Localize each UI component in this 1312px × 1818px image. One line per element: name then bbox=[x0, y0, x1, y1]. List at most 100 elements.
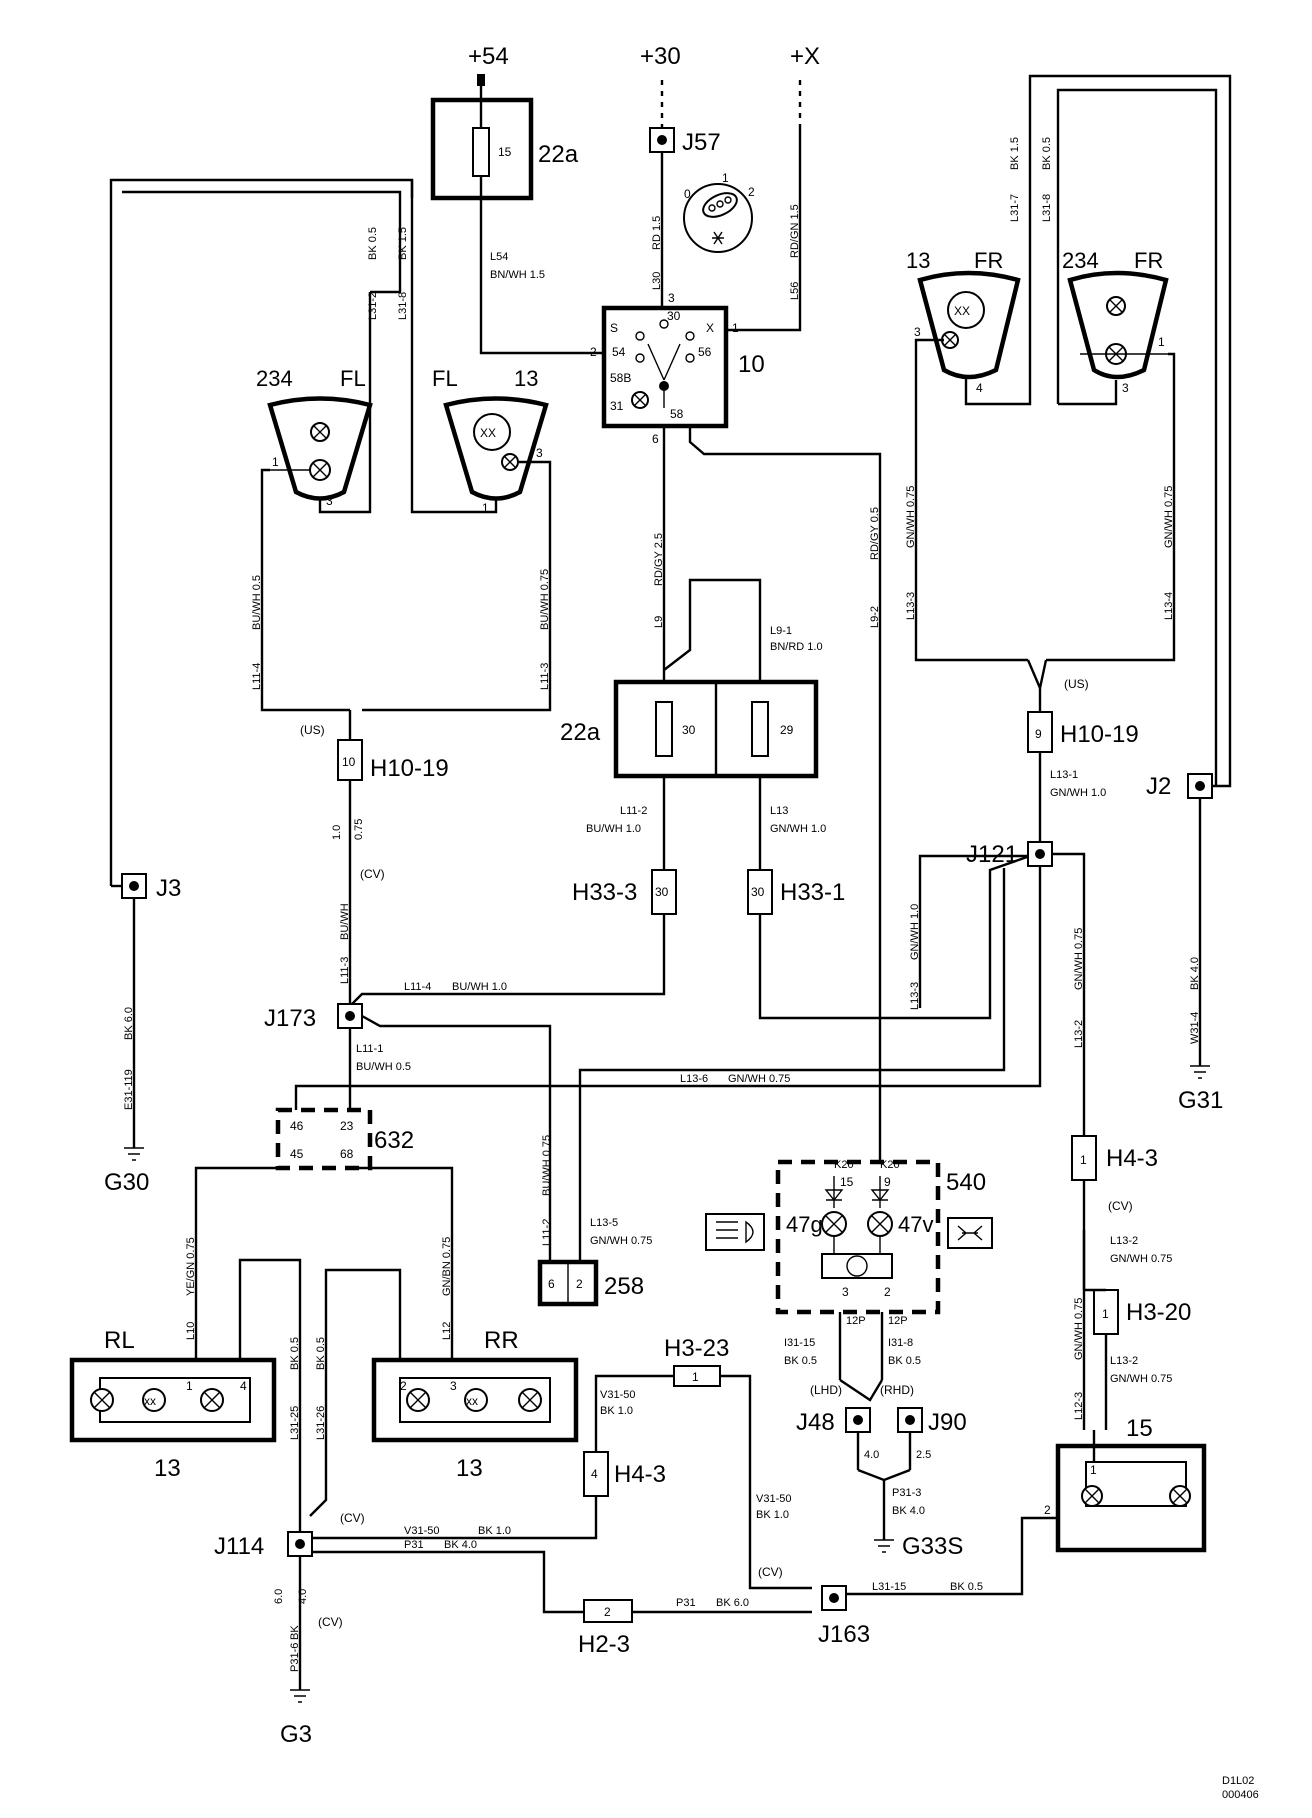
supply-30-label: +30 bbox=[640, 43, 681, 70]
wire-l11-4-spec: BU/WH 0.5 bbox=[251, 575, 263, 630]
junction-j48: J48 bbox=[796, 1407, 871, 1436]
fusebox-22a-mid: 30 29 22a bbox=[560, 679, 819, 779]
lamp-234-fl-num: 234 bbox=[256, 366, 293, 391]
lamp-234-fr-pin1: 1 bbox=[1158, 335, 1165, 349]
lamp-13-fr: 13 FR XX 3 4 bbox=[906, 248, 1021, 395]
g3-size-40: 4.0 bbox=[297, 1589, 309, 1604]
wire-p31b-spec: BK 6.0 bbox=[716, 1597, 749, 1609]
wire-l13-3-label: L13-3 bbox=[905, 592, 917, 620]
wire-p31-6-label: P31-6 bbox=[289, 1643, 301, 1672]
lamp-13-fl-side: FL bbox=[432, 366, 458, 391]
switch-pin-58: 58 bbox=[670, 407, 684, 421]
wire-l31-8r-label: L31-8 bbox=[1041, 194, 1053, 222]
wire-l11-3b-label: L11-3 bbox=[339, 957, 351, 984]
wire-l13-2-spec: GN/WH 0.75 bbox=[1073, 928, 1085, 990]
wire-l11-4b-label: L11-4 bbox=[404, 981, 431, 993]
switch-num-6: 6 bbox=[652, 432, 659, 446]
lamp-234-fr: 234 FR 1 3 bbox=[1062, 248, 1169, 395]
h33-1-label: H33-1 bbox=[780, 879, 845, 906]
wire-l9-1-spec: BN/RD 1.0 bbox=[770, 641, 823, 653]
svg-text:46: 46 bbox=[290, 1119, 304, 1133]
wire-l30-spec: RD 1.5 bbox=[651, 216, 663, 250]
fuse-30 bbox=[655, 701, 673, 757]
wire-l31-2-spec: BK 0.5 bbox=[367, 227, 379, 260]
switch-pin-56: 56 bbox=[698, 345, 712, 359]
supply-x: +X bbox=[790, 43, 820, 128]
diagram-code: D1L02 bbox=[1222, 1775, 1254, 1787]
wire-v31-50c-spec: BK 1.0 bbox=[756, 1509, 789, 1521]
wire-l11-4-label: L11-4 bbox=[251, 663, 263, 690]
wire-l9-1-label: L9-1 bbox=[770, 625, 792, 637]
junction-j163-label: J163 bbox=[818, 1621, 870, 1648]
ground-g30-label: G30 bbox=[104, 1169, 149, 1196]
lamp-13-fr-pin4: 4 bbox=[976, 381, 983, 395]
svg-text:4: 4 bbox=[591, 1467, 598, 1481]
wire-l31-26-spec: BK 0.5 bbox=[315, 1337, 327, 1370]
lamp-13-fr-num: 13 bbox=[906, 248, 930, 273]
wire-l12-label: L12 bbox=[441, 1322, 453, 1340]
svg-text:6: 6 bbox=[548, 1277, 555, 1291]
wire-l31-26-label: L31-26 bbox=[315, 1406, 327, 1440]
pin-9-label: 9 bbox=[884, 1175, 891, 1189]
switch-pin-54: 54 bbox=[612, 345, 626, 359]
indicator-47g-label: 47g bbox=[786, 1212, 823, 1237]
indicator-47v-label: 47v bbox=[898, 1212, 933, 1237]
junction-j2-label: J2 bbox=[1146, 773, 1171, 800]
fog-light-indicator-icon bbox=[947, 1217, 993, 1249]
junction-j57: J57 bbox=[649, 127, 721, 156]
wire-l31-15-label: L31-15 bbox=[872, 1581, 906, 1593]
wire-l13-spec: GN/WH 1.0 bbox=[770, 823, 826, 835]
wire-l54-label: L54 bbox=[490, 251, 508, 263]
wire-v31-50a-label: V31-50 bbox=[404, 1525, 439, 1537]
lamp-13-fl-num: 13 bbox=[514, 366, 538, 391]
wire-l13-3b-spec: GN/WH 1.0 bbox=[909, 904, 921, 960]
svg-text:23: 23 bbox=[340, 1119, 354, 1133]
g3-size-60: 6.0 bbox=[273, 1589, 285, 1604]
wire-l11-3b-spec: BU/WH bbox=[339, 903, 351, 940]
ground-g31-label: G31 bbox=[1178, 1087, 1223, 1114]
switch-pin-58b: 58B bbox=[610, 371, 631, 385]
wire-l31-15-spec: BK 0.5 bbox=[950, 1581, 983, 1593]
diagram-date: 000406 bbox=[1222, 1789, 1259, 1801]
cv-label-j114: (CV) bbox=[340, 1511, 365, 1525]
wire-l54-spec: BN/WH 1.5 bbox=[490, 269, 545, 281]
wire-l31-8-spec: BK 1.5 bbox=[397, 227, 409, 260]
lamp-rl: RL xx 1 4 13 bbox=[69, 1327, 277, 1482]
wire-p31-6-spec: BK bbox=[289, 1625, 301, 1640]
lamp-15-pin2: 2 bbox=[1044, 1503, 1051, 1517]
fuse-30-label: 30 bbox=[682, 723, 696, 737]
wire-l9-2-label: L9-2 bbox=[869, 606, 881, 628]
wire-l31-25-label: L31-25 bbox=[289, 1406, 301, 1440]
wire-l13-2b-label: L13-2 bbox=[1110, 1355, 1138, 1367]
wire-l56-spec: RD/GN 1.5 bbox=[789, 204, 801, 258]
pin-15-label: 15 bbox=[840, 1175, 854, 1189]
wire-l13-4-label: L13-4 bbox=[1163, 592, 1175, 620]
svg-text:1: 1 bbox=[692, 1370, 699, 1384]
wire-l13-2a-spec: GN/WH 0.75 bbox=[1110, 1253, 1172, 1265]
wire-l11-2b-spec: BU/WH 0.75 bbox=[541, 1135, 553, 1196]
module-258: 6 2 258 bbox=[537, 1259, 644, 1307]
module540-pin3: 3 bbox=[842, 1285, 849, 1299]
wire-l9-label: L9 bbox=[653, 616, 665, 628]
svg-text:45: 45 bbox=[290, 1147, 304, 1161]
module-632-label: 632 bbox=[374, 1127, 414, 1154]
junction-j121-label: J121 bbox=[966, 841, 1018, 868]
lamp-rr: RR xx 2 3 13 bbox=[371, 1327, 579, 1482]
lamp-13-fr-side: FR bbox=[974, 248, 1003, 273]
lamp-234-fr-num: 234 bbox=[1062, 248, 1099, 273]
module-540: 540 K20 K20 15 9 47g 47v 3 2 bbox=[775, 1159, 986, 1315]
wire-l13-3b-label: L13-3 bbox=[909, 982, 921, 1010]
lamp-234-fr-pin3: 3 bbox=[1122, 381, 1129, 395]
wire-l13-2a-label: L13-2 bbox=[1110, 1235, 1138, 1247]
junction-j3: J3 bbox=[121, 873, 181, 902]
lamp-rr-pin2: 2 bbox=[400, 1379, 407, 1393]
lamp-rl-label: RL bbox=[104, 1327, 135, 1354]
lhd-label: (LHD) bbox=[810, 1383, 842, 1397]
lamp-13-fl-pin3: 3 bbox=[536, 446, 543, 460]
wire-p31-3-label: P31-3 bbox=[892, 1487, 921, 1499]
wire-i31-15-label: I31-15 bbox=[784, 1337, 815, 1349]
fusebox-22a-top: 15 22a bbox=[430, 97, 579, 201]
wire-l12-spec: GN/BN 0.75 bbox=[441, 1237, 453, 1296]
wire-l11-1-label: L11-1 bbox=[356, 1043, 383, 1055]
wire-l11-3-label: L11-3 bbox=[539, 663, 551, 690]
